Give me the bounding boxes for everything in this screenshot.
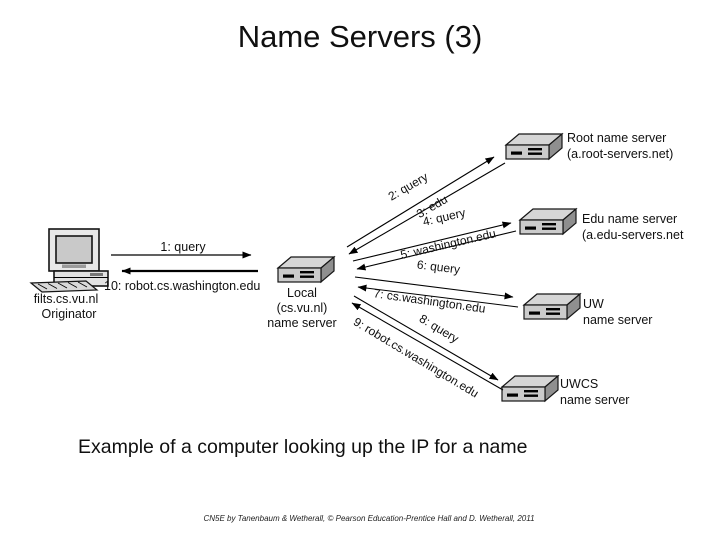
label-6-query: 6: query <box>416 257 461 276</box>
uw-server-icon <box>523 293 581 320</box>
arrow-8-query <box>353 295 499 381</box>
label-9-robot-cs-washington-edu: 9: robot.cs.washington.edu <box>351 315 481 401</box>
edu-server-name: Edu name server <box>582 212 677 226</box>
uw-server-name: UW <box>583 297 604 311</box>
edu-server-domain: (a.edu-servers.net <box>582 228 684 242</box>
root-server-domain: (a.root-servers.net) <box>567 147 673 161</box>
slide-footer-credit: CN5E by Tanenbaum & Wetherall, © Pearson… <box>203 514 534 523</box>
label-2-query: 2: query <box>386 170 431 204</box>
local-server-icon <box>277 256 335 283</box>
arrow-3-response <box>348 162 506 255</box>
label-1-query: 1: query <box>160 240 206 254</box>
uwcs-server-type: name server <box>560 393 629 407</box>
label-5-washington-edu: 5: washington.edu <box>399 226 497 262</box>
label-7-cs-washington-edu: 7: cs.washington.edu <box>373 286 487 316</box>
label-10-response: 10: robot.cs.washington.edu <box>104 279 260 293</box>
edu-server-icon <box>519 208 577 235</box>
arrow-7-response <box>357 284 519 308</box>
root-server-name: Root name server <box>567 131 666 145</box>
originator-computer-icon <box>29 228 109 293</box>
label-8-query: 8: query <box>417 311 461 345</box>
arrow-9-response <box>351 302 504 391</box>
uw-server-type: name server <box>583 313 652 327</box>
arrow-6-query <box>354 276 514 300</box>
arrow-2-query <box>346 156 495 248</box>
local-server-type: name server <box>267 316 336 330</box>
uwcs-server-name: UWCS <box>560 377 598 391</box>
local-server-domain: (cs.vu.nl) <box>277 301 328 315</box>
slide-title: Name Servers (3) <box>238 19 483 54</box>
uwcs-server-icon <box>501 375 559 402</box>
root-server-icon <box>505 133 563 160</box>
local-server-name: Local <box>287 286 317 300</box>
originator-role-label: Originator <box>42 307 97 321</box>
arrow-4-query <box>352 221 512 262</box>
arrow-5-response <box>356 230 517 271</box>
originator-host-label: filts.cs.vu.nl <box>34 292 99 306</box>
slide-caption: Example of a computer looking up the IP … <box>78 436 527 458</box>
